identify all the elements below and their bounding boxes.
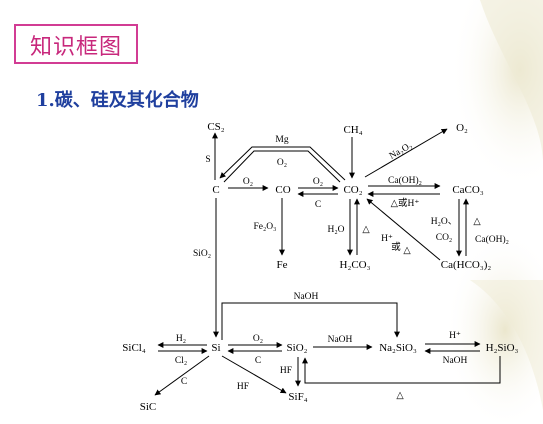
species-co2: CO₂ <box>343 184 362 196</box>
species-sio2: SiO₂ <box>287 342 308 354</box>
cond-c-back: C <box>315 200 321 210</box>
cond-o2-c-co: O₂ <box>243 177 253 187</box>
cond-h2o: H₂O <box>327 225 344 235</box>
species-h2co3: H₂CO₃ <box>340 259 371 271</box>
species-caco3: CaCO₃ <box>452 184 484 196</box>
cond-c-sic: C <box>181 377 187 387</box>
cond-na2o2: Na₂O₂ <box>388 141 414 162</box>
cond-h2: H₂ <box>176 334 186 344</box>
species-ch4: CH₄ <box>343 124 362 136</box>
cond-hf-1: HF <box>237 382 249 392</box>
arrow-h2sio3-sio2 <box>302 356 501 384</box>
header-title: 知识框图 <box>30 35 123 60</box>
cond-h-or: H⁺ <box>381 234 393 244</box>
cond-caoh2-fwd: Ca(OH)₂ <box>388 175 422 186</box>
species-co: CO <box>275 184 290 196</box>
cond-s: S <box>205 155 210 165</box>
arrow-mg-path-outer <box>219 146 346 181</box>
species-na2sio3: Na₂SiO₃ <box>379 342 417 354</box>
species-cs2: CS₂ <box>207 121 224 133</box>
arrow-cahco3-co2 <box>366 198 441 261</box>
cond-hf-2: HF <box>280 366 292 376</box>
cond-mg: Mg <box>275 135 288 145</box>
cond-heat-bottom: △ <box>396 391 404 401</box>
cond-or-char: 或 <box>391 241 401 253</box>
cond-o2-co-co2: O₂ <box>313 177 323 187</box>
cond-h2o-co2-2: CO₂ <box>436 233 453 243</box>
cond-c-si: C <box>255 356 261 366</box>
arrow-si-sic <box>154 355 210 396</box>
cond-heat-co2: △ <box>362 225 370 235</box>
arrow-mg-path-inner <box>223 150 341 183</box>
cond-o2-top: O₂ <box>277 158 287 168</box>
cond-fe2o3: Fe₂O₃ <box>254 222 277 232</box>
species-sif4: SiF₄ <box>288 391 307 403</box>
species-cahco32: Ca(HCO₃)₂ <box>441 259 492 271</box>
cond-h2o-co2-1: H₂O、 <box>431 217 458 227</box>
arrow-si-na2sio3 <box>221 302 400 340</box>
species-si: Si <box>211 342 220 354</box>
species-o2: O₂ <box>456 122 468 134</box>
arrow-co2-o2 <box>364 128 448 178</box>
cond-caoh2-side: Ca(OH)₂ <box>475 234 509 245</box>
cond-naoh-bot: NaOH <box>443 356 468 366</box>
species-sic: SiC <box>140 401 157 413</box>
cond-sio2-vert: SiO₂ <box>193 249 211 259</box>
cond-heat-or-h: △或H⁺ <box>391 197 420 209</box>
species-sicl4: SiCl₄ <box>122 342 146 354</box>
arrow-si-sif4 <box>221 355 287 394</box>
cond-h-plus: H⁺ <box>449 331 461 341</box>
species-h2sio3: H₂SiO₃ <box>486 342 519 354</box>
section-title: 1.碳、硅及其化合物 <box>36 90 199 111</box>
cond-cl2: Cl₂ <box>175 356 187 366</box>
cond-naoh-top: NaOH <box>294 292 319 302</box>
cond-o2-si: O₂ <box>253 334 263 344</box>
species-c: C <box>212 184 219 196</box>
header-box <box>14 24 138 64</box>
cond-naoh-mid: NaOH <box>328 335 353 345</box>
cond-heat-diag: △ <box>403 246 411 256</box>
species-fe: Fe <box>277 259 288 271</box>
cond-heat-ca: △ <box>473 217 481 227</box>
